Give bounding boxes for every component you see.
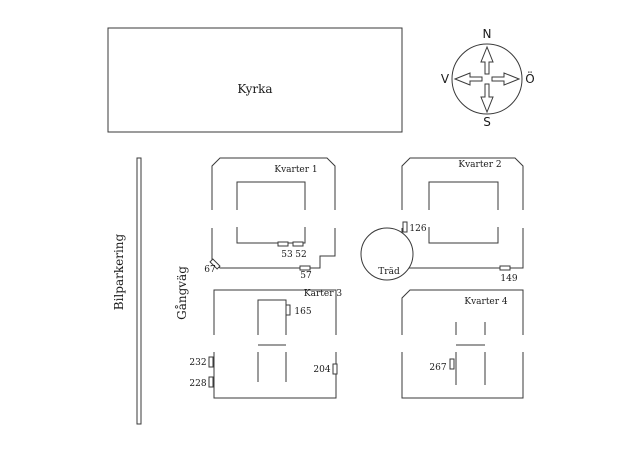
plot-232-label: 232: [189, 358, 206, 368]
plot-204-label: 204: [313, 365, 330, 375]
block-karter-3[interactable]: Karter 3: [213, 289, 342, 399]
compass-east-label: Ö: [525, 70, 534, 86]
compass-west-label: V: [441, 72, 450, 86]
parking-label: Bilparkering: [112, 233, 126, 310]
compass-north-label: N: [483, 27, 492, 41]
arrow-east-icon: [491, 72, 521, 86]
plot-165-label: 165: [294, 307, 311, 317]
block-kvarter-1[interactable]: Kvarter 1: [211, 157, 336, 269]
block-kvarter-2[interactable]: Kvarter 2: [401, 157, 524, 269]
plot-126[interactable]: 126: [402, 221, 427, 234]
plot-228[interactable]: 228: [189, 376, 214, 389]
parking-area[interactable]: Bilparkering: [112, 157, 142, 425]
block-kvarter-4[interactable]: Kvarter 4: [401, 289, 524, 399]
plot-57[interactable]: 57: [299, 265, 312, 281]
plot-149-label: 149: [500, 274, 517, 284]
plot-67-label: 67: [204, 265, 216, 275]
plot-232[interactable]: 232: [189, 356, 214, 368]
plot-149[interactable]: 149: [499, 265, 518, 284]
plot-267-label: 267: [429, 363, 446, 373]
plot-126-label: 126: [409, 224, 426, 234]
plot-204[interactable]: 204: [313, 363, 338, 375]
block-kvarter-1-label: Kvarter 1: [274, 165, 317, 175]
plot-228-label: 228: [189, 379, 206, 389]
compass-south-label: S: [483, 115, 491, 129]
plot-52[interactable]: 52: [292, 241, 307, 260]
plot-267[interactable]: 267: [429, 358, 455, 373]
plot-53[interactable]: 53: [277, 241, 293, 260]
plot-57-label: 57: [300, 271, 312, 281]
block-kvarter-4-label: Kvarter 4: [464, 297, 508, 307]
compass-rose: N S V Ö: [441, 27, 535, 129]
plot-165[interactable]: 165: [285, 304, 312, 317]
church[interactable]: Kyrka: [107, 27, 403, 133]
plot-67[interactable]: 67: [204, 258, 221, 275]
arrow-south-icon: [480, 83, 494, 114]
block-karter-3-label: Karter 3: [304, 289, 342, 299]
walkway-label: Gångväg: [174, 266, 189, 320]
plot-53-label: 53: [281, 250, 293, 260]
block-kvarter-2-label: Kvarter 2: [458, 160, 501, 170]
arrow-west-icon: [453, 72, 483, 86]
plot-52-label: 52: [295, 250, 306, 260]
church-label: Kyrka: [237, 82, 272, 96]
arrow-north-icon: [480, 45, 494, 75]
tree[interactable]: Träd: [360, 227, 414, 281]
tree-label: Träd: [378, 267, 400, 277]
